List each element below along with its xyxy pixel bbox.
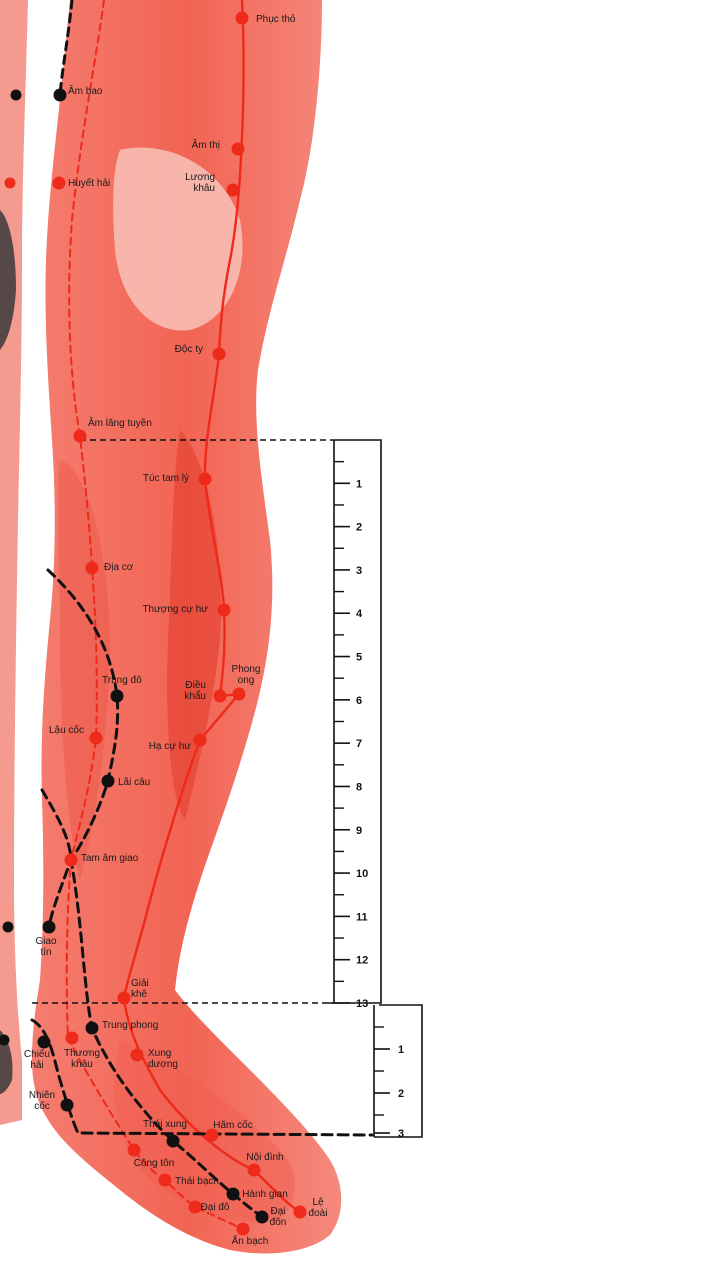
scale-leg-tick-label: 9 (356, 825, 362, 837)
scale-foot-tick-label: 2 (398, 1088, 404, 1100)
acupoint-marker (66, 1032, 79, 1045)
acupoint-marker (233, 688, 246, 701)
acupoint-dai-do: Đại đô (189, 1201, 230, 1214)
acupoint-marker (61, 1099, 74, 1112)
acupoint-marker (90, 732, 103, 745)
acupoint-marker (189, 1201, 202, 1214)
acupoint-marker (74, 430, 87, 443)
scale-leg-tick-label: 11 (356, 911, 368, 923)
acupoint-marker (118, 992, 131, 1005)
acupoint-marker (43, 921, 56, 934)
acupoint-label: Túc tam lý (143, 473, 189, 484)
acupoint-marker (256, 1211, 269, 1224)
scale-foot-tick-label: 1 (398, 1044, 404, 1056)
acupoint-label: Hành gian (242, 1189, 288, 1200)
acupoint-marker (227, 1188, 240, 1201)
acupoint-label: Điềukhẩu (184, 679, 206, 702)
acupoint-label: Ẩn bạch (232, 1234, 269, 1247)
acupoint-marker (167, 1135, 180, 1148)
acupoint-lai-cau: Lãi câu (102, 775, 151, 789)
acupoint-marker (128, 1144, 141, 1157)
acupoint-dia-co: Địa cơ (86, 562, 134, 575)
acupoint-label: Âm thị (192, 138, 220, 151)
edge-acupoint-marker (11, 90, 22, 101)
acupoint-marker (237, 1223, 250, 1236)
acupoint-marker (213, 348, 226, 361)
acupoint-marker (65, 854, 78, 867)
scale-leg-tick-label: 7 (356, 738, 362, 750)
acupoint-tuc-tam-ly: Túc tam lý (143, 473, 212, 486)
acupoint-huyet-hai: Huyết hải (53, 177, 111, 190)
acupoint-marker (102, 775, 115, 788)
scale-foot-tick-label: 3 (398, 1128, 404, 1140)
acupoint-label: Thượng cự hư (142, 604, 208, 615)
acupoint-label: Trung đô (102, 675, 142, 686)
acupoint-hanh-gian: Hành gian (227, 1188, 288, 1201)
acupoint-marker (294, 1206, 307, 1219)
acupoint-label: Công tôn (134, 1158, 175, 1169)
scale-leg-tick-label: 6 (356, 695, 362, 707)
acupoint-label: Hãm cốc (213, 1119, 252, 1131)
acupoint-marker (232, 143, 245, 156)
acupoint-label: Huyết hải (68, 177, 110, 189)
acupoint-marker (248, 1164, 261, 1177)
scale-leg-tick-label: 8 (356, 781, 362, 793)
acupoint-label: Lãi câu (118, 777, 150, 788)
acupoint-label: Đại đô (201, 1202, 230, 1213)
acupoint-label: Trung phong (102, 1020, 158, 1031)
acupoint-marker (236, 12, 249, 25)
scale-leg-tick-label: 5 (356, 652, 362, 664)
acupoint-marker (131, 1049, 144, 1062)
scale-leg-tick-label: 2 (356, 522, 362, 534)
scale-leg-tick-label: 3 (356, 565, 362, 577)
acupoint-marker (199, 473, 212, 486)
acupoint-label: Giảikhê (131, 978, 149, 1000)
acupoint-marker (38, 1036, 51, 1049)
left-leg-silhouette (0, 0, 28, 1125)
acupoint-phuc-tho: Phục thỏ (236, 12, 296, 26)
acupoint-label: Lậu cốc (49, 724, 84, 736)
acupoint-marker (54, 89, 67, 102)
acupoint-marker (111, 690, 124, 703)
acupoint-marker (53, 177, 66, 190)
edge-acupoint-marker (3, 922, 14, 933)
acupoint-thai-bach: Thái bạch (159, 1174, 219, 1188)
scale-leg-tick-label: 10 (356, 868, 368, 880)
acupoint-label: Âm lăng tuyền (88, 416, 152, 429)
scale-leg-tick-label: 4 (356, 608, 363, 620)
acupoint-marker (194, 734, 207, 747)
acupoint-marker (86, 1022, 99, 1035)
acupoint-marker (227, 184, 240, 197)
acupoint-marker (214, 690, 227, 703)
acupoint-label: Phục thỏ (256, 13, 296, 25)
acupoint-marker (218, 604, 231, 617)
acupoint-label: Âm bao (68, 84, 103, 97)
scale-leg-tick-label: 13 (356, 998, 368, 1010)
scale-leg-tick-label: 1 (356, 478, 362, 490)
acupoint-label: Tam âm giao (81, 853, 139, 864)
acupoint-label: Đạiđôn (270, 1206, 287, 1228)
acupoint-marker (86, 562, 99, 575)
acupoint-marker (159, 1174, 172, 1187)
acupoint-label: Hạ cự hư (149, 741, 192, 752)
acupoint-label: Thái xung (143, 1119, 187, 1130)
acupoint-label: Độc ty (175, 344, 203, 355)
acupoint-label: Nội đình (246, 1152, 283, 1163)
acupoint-label: Địa cơ (104, 562, 134, 573)
scale-leg-tick-label: 12 (356, 955, 368, 967)
edge-acupoint-marker (5, 178, 16, 189)
acupoint-label: Thái bạch (175, 1176, 219, 1187)
